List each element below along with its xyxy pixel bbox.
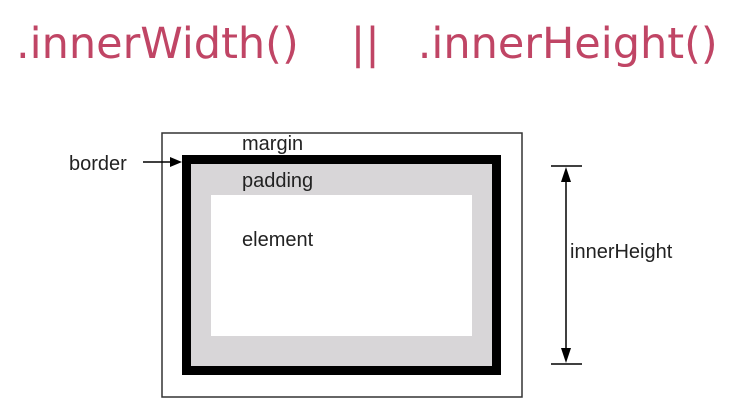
- padding-label: padding: [242, 170, 313, 192]
- border-arrow: [143, 157, 182, 167]
- element-label: element: [242, 229, 314, 251]
- margin-label: margin: [242, 133, 303, 155]
- title-inner-width: .innerWidth(): [16, 19, 299, 69]
- element-box: [211, 195, 472, 336]
- inner-height-dimension: [551, 165, 582, 365]
- border-label: border: [69, 153, 127, 175]
- title-inner-height: .innerHeight(): [417, 19, 718, 69]
- page-title: .innerWidth() || .innerHeight(): [16, 12, 736, 76]
- title-separator: ||: [350, 19, 380, 69]
- inner-height-label: innerHeight: [570, 241, 673, 263]
